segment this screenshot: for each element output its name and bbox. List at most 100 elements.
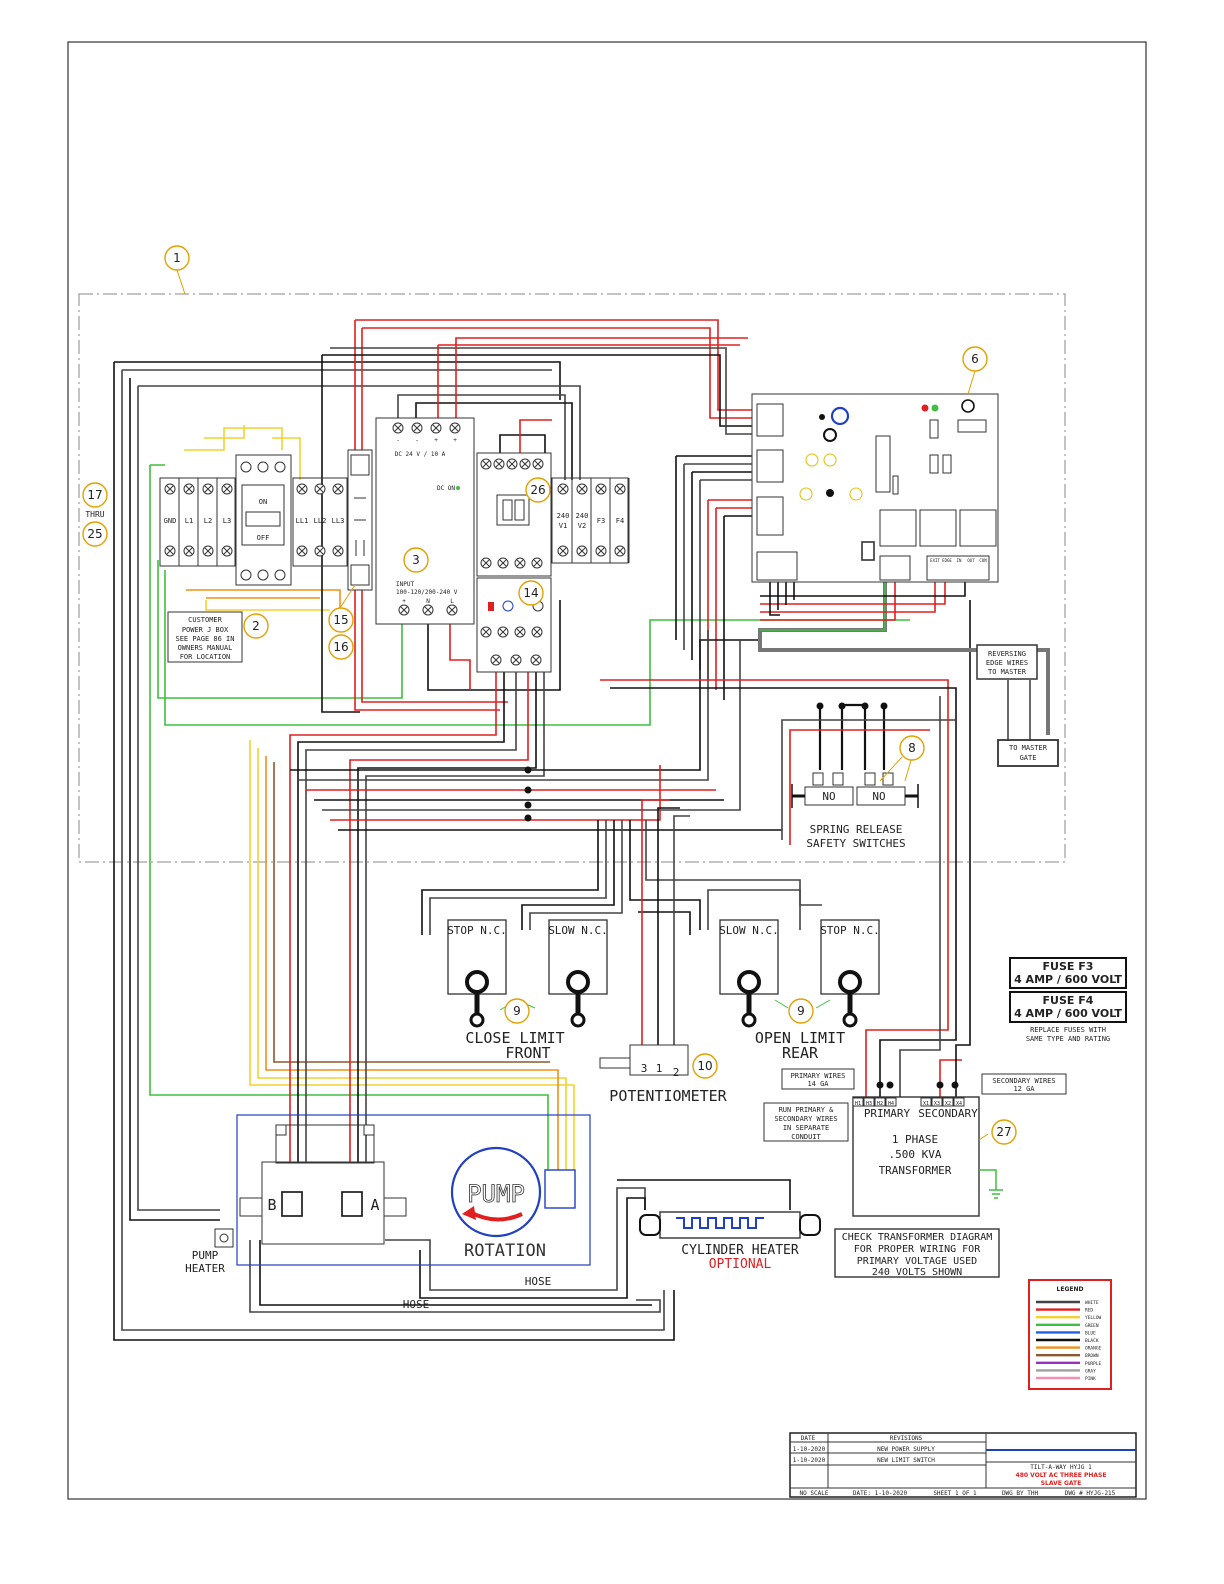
fuse-screw-top xyxy=(614,483,626,495)
fuse-f4-rating: 4 AMP / 600 VOLT xyxy=(1014,1007,1122,1020)
callout-bubble: 6 xyxy=(962,346,988,372)
ps-output-label: DC 24 V / 10 A xyxy=(395,451,446,458)
callout-bubble: 3 xyxy=(403,547,429,573)
board-terminal-label: EXIT xyxy=(930,558,940,563)
reversing-note-3: TO MASTER xyxy=(988,668,1027,676)
fuse-screw-bottom xyxy=(557,545,569,557)
to-master-2: GATE xyxy=(1020,754,1037,762)
pot-pin-1: 1 xyxy=(656,1062,663,1075)
jbox-note-4: OWNERS MANUAL xyxy=(178,644,233,652)
transformer-terminal-label: X3 xyxy=(934,1101,940,1107)
check-note-1: CHECK TRANSFORMER DIAGRAM xyxy=(842,1232,993,1243)
ll-screw-top xyxy=(314,483,326,495)
transformer-terminal-label: X1 xyxy=(923,1101,929,1107)
potentiometer-label: POTENTIOMETER xyxy=(609,1087,727,1105)
overload-screw xyxy=(497,626,509,638)
overload-screw xyxy=(514,626,526,638)
ps-output-screw xyxy=(411,422,423,434)
tb-title-1: 480 VOLT AC THREE PHASE xyxy=(1016,1472,1107,1479)
jbox-note-2: POWER J BOX xyxy=(182,626,229,634)
callout-bubble: 15 xyxy=(328,607,354,633)
ll-screw-bottom xyxy=(314,545,326,557)
fuse-holder xyxy=(347,449,373,591)
fuse-terminal-label-2: V2 xyxy=(578,522,586,530)
ps-output-screw xyxy=(392,422,404,434)
tb-dwg-by: DWG BY THH xyxy=(1002,1490,1039,1497)
board-terminal-label: IN xyxy=(957,558,962,563)
contactor-coil-screw xyxy=(480,458,492,470)
fuse-screw-bottom xyxy=(595,545,607,557)
tb-scale: NO SCALE xyxy=(800,1490,829,1497)
fuse-f4-name: FUSE F4 xyxy=(1043,994,1094,1007)
overload-t-screw xyxy=(510,654,522,666)
transformer-terminal-label: H4 xyxy=(888,1101,894,1107)
legend-item-label: GRAY xyxy=(1085,1368,1096,1374)
jbox-screw-bottom xyxy=(202,545,214,557)
transformer-line-3: TRANSFORMER xyxy=(879,1164,952,1177)
callout-number: 10 xyxy=(697,1059,712,1073)
jbox-screw-top xyxy=(221,483,233,495)
tb-rev2-text: NEW LIMIT SWITCH xyxy=(877,1457,935,1464)
ps-input-label: INPUT xyxy=(396,581,414,588)
close-limit-sub: FRONT xyxy=(505,1044,550,1062)
callout-number: 26 xyxy=(530,483,545,497)
check-note-2: FOR PROPER WIRING FOR xyxy=(854,1244,981,1255)
ps-input-pin-label: + xyxy=(402,598,406,605)
fuse-screw-bottom xyxy=(576,545,588,557)
limit-switch-label: SLOW N.C. xyxy=(548,924,608,937)
legend-item-label: PINK xyxy=(1085,1376,1096,1382)
contactor-load-screw xyxy=(514,557,526,569)
pump-heater-label-2: HEATER xyxy=(185,1262,225,1275)
ps-dc-on-label: DC ON xyxy=(437,485,455,492)
conduit-note-4: CONDUIT xyxy=(791,1133,821,1141)
contactor-coil-screw xyxy=(519,458,531,470)
limit-switches: STOP N.C.SLOW N.C.SLOW N.C.STOP N.C. CLO… xyxy=(447,919,880,1062)
tb-revisions-header: REVISIONS xyxy=(890,1435,923,1442)
contactor-load-screw xyxy=(531,557,543,569)
disconnect-on-label: ON xyxy=(259,498,267,506)
fuse-rating-boxes: FUSE F3 4 AMP / 600 VOLT FUSE F4 4 AMP /… xyxy=(1009,957,1127,1043)
pump-heater-icon xyxy=(214,1228,234,1248)
fuse-note-1: REPLACE FUSES WITH xyxy=(1030,1026,1106,1034)
transformer-terminal-label: H1 xyxy=(855,1101,861,1107)
valve-b-label: B xyxy=(267,1196,276,1214)
transformer-terminal-label: H3 xyxy=(866,1101,872,1107)
reversing-edge-note: REVERSING EDGE WIRES TO MASTER xyxy=(976,644,1038,680)
jbox-terminal-label: L3 xyxy=(223,517,231,525)
sheet-border xyxy=(67,41,1147,1500)
disconnect-switch[interactable]: ON OFF xyxy=(235,454,292,586)
callout-bubble: 8 xyxy=(899,735,925,761)
fuse-terminal-label: F3 xyxy=(597,517,605,525)
contactor-coil-screw xyxy=(493,458,505,470)
conduit-note-3: IN SEPARATE xyxy=(783,1124,829,1132)
load-terminal-label: LL3 xyxy=(332,517,345,525)
wire-gauge-notes: PRIMARY WIRES 14 GA SECONDARY WIRES 12 G… xyxy=(763,1068,1067,1142)
fuse-note-2: SAME TYPE AND RATING xyxy=(1026,1035,1110,1043)
limit-switch-label: STOP N.C. xyxy=(820,924,880,937)
limit-switch: SLOW N.C. xyxy=(548,919,608,1028)
transformer-secondary: SECONDARY xyxy=(918,1107,978,1120)
callout-number: 3 xyxy=(412,553,420,567)
switch-no-2: NO xyxy=(872,790,885,803)
tb-sheet: SHEET 1 OF 1 xyxy=(933,1490,977,1497)
tb-date: DATE: 1-10-2020 xyxy=(853,1490,908,1497)
reversing-note-2: EDGE WIRES xyxy=(986,659,1028,667)
fuse-screw-top xyxy=(595,483,607,495)
ll-screw-top xyxy=(332,483,344,495)
callout-number: 9 xyxy=(513,1004,521,1018)
load-terminal-label: LL1 xyxy=(296,517,309,525)
legend-item-label: GREEN xyxy=(1085,1323,1099,1329)
ps-output-screw xyxy=(430,422,442,434)
tb-rev1-date: 1-10-2020 xyxy=(793,1446,826,1453)
callout-number: 8 xyxy=(908,741,916,755)
pot-pin-3: 3 xyxy=(641,1062,648,1075)
ps-input-pin-label: L xyxy=(450,598,454,605)
legend: LEGEND WHITEREDYELLOWGREENBLUEBLACKORANG… xyxy=(1028,1279,1112,1390)
title-block: DATE REVISIONS 1-10-2020 NEW POWER SUPPL… xyxy=(789,1432,1137,1498)
board-terminal-label: EDGE xyxy=(942,558,952,563)
enclosure-outline xyxy=(78,293,1066,863)
jbox-note-1: CUSTOMER xyxy=(188,616,223,624)
